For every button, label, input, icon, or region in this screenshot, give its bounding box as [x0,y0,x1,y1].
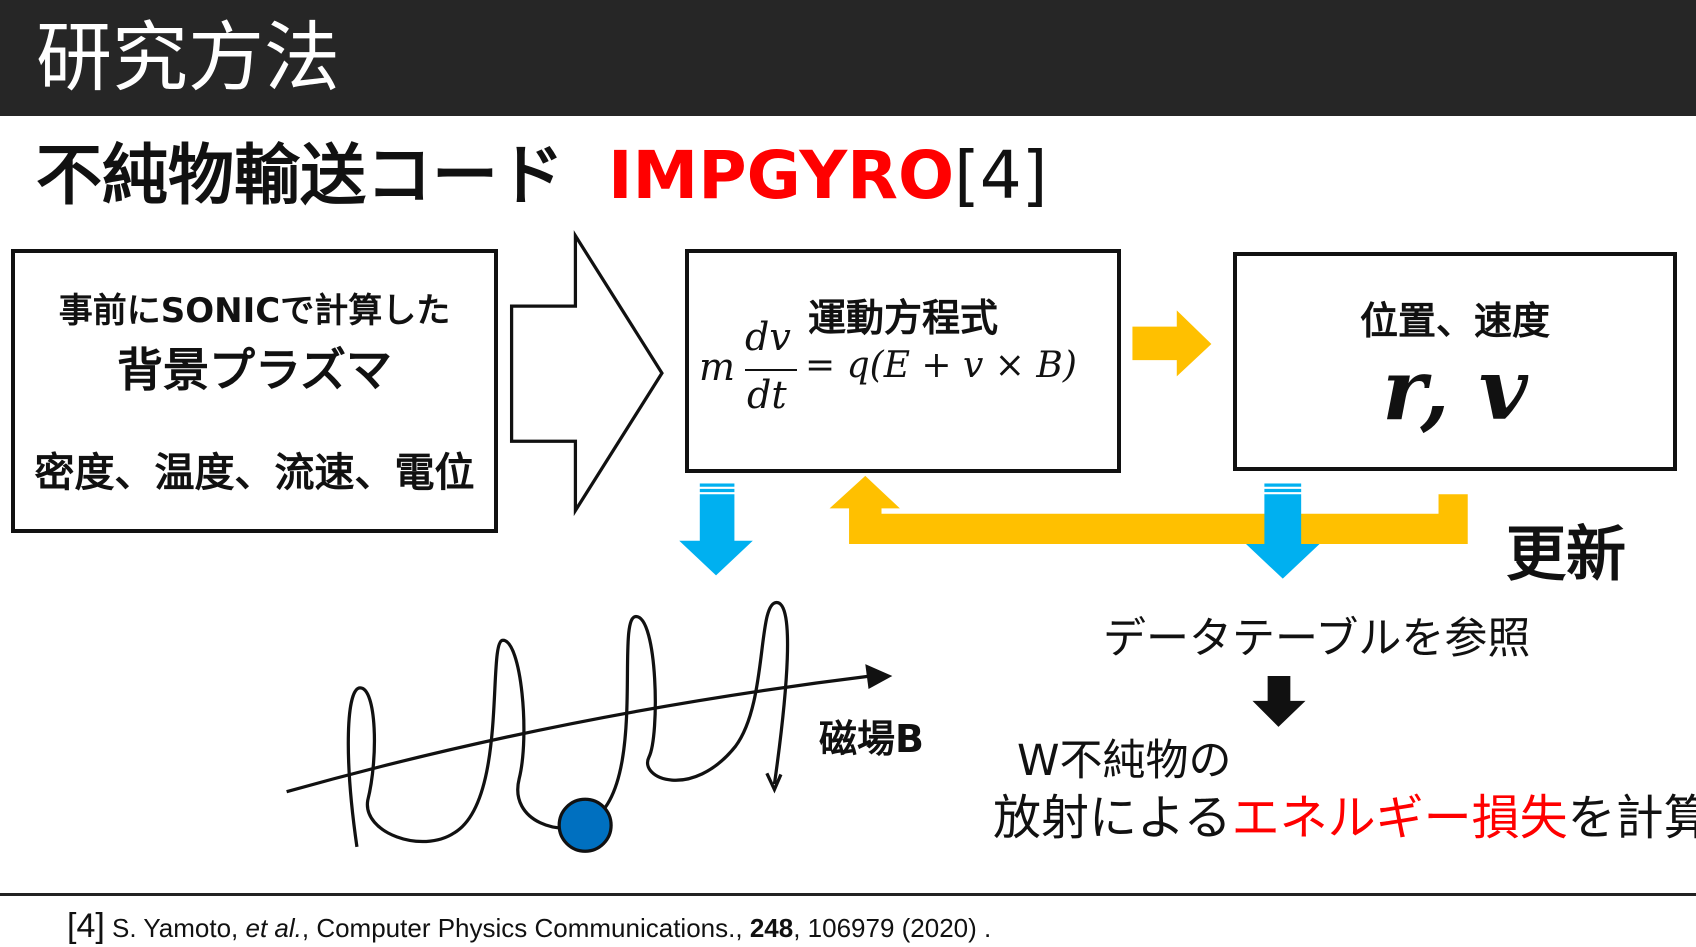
fraction-bar [745,369,797,371]
helix-drawing [286,600,893,853]
field-arrowhead [865,664,893,689]
result-line2: 放射によるエネルギー損失を計算 [993,778,1696,848]
result-pre: 放射による [993,790,1232,846]
yellow-right-arrow [1132,310,1212,377]
citation-rest: , 106979 (2020) . [793,913,992,943]
citation-volume: 248 [749,913,794,943]
blue-down-arrow-right [1246,483,1320,579]
eq-dt: dt [747,373,787,417]
input-box-line2: 背景プラズマ [116,343,393,397]
footer-divider [0,893,1696,896]
citation-journal: , Computer Physics Communications., [301,913,750,943]
slide-title: 研究方法 [36,13,340,102]
magnetic-field-label: 磁場B [819,717,924,761]
eq-dv: dv [745,315,791,359]
result-highlight: エネルギー損失 [1231,790,1568,846]
input-box-line1: 事前にSONICで計算した [58,291,451,331]
result-post: を計算 [1567,790,1696,846]
particle [557,797,613,853]
input-arrow [509,230,664,517]
background-plasma-box: 事前にSONICで計算した 背景プラズマ 密度、温度、流速、電位 [11,249,498,533]
subtitle: 不純物輸送コード IMPGYRO[4] [36,136,1048,216]
citation-etal: et al. [245,913,302,943]
state-title: 位置、速度 [1359,299,1550,343]
result-line1: W不純物の [1017,736,1232,786]
state-vars: r, v [1382,340,1528,439]
yellow-update-arrow [829,475,1468,545]
citation-ref: [4] [67,907,105,945]
header-bar [0,0,1696,116]
citation-authors: S. Yamoto, [112,913,246,943]
input-box-line3: 密度、温度、流速、電位 [34,450,475,496]
code-name: IMPGYRO [608,137,955,214]
citation: [4] S. Yamoto, et al., Computer Physics … [67,907,991,946]
position-velocity-box: 位置、速度 r, v [1233,252,1677,471]
eq-rhs: = q(E + v × B) [805,345,1077,386]
subtitle-text: 不純物輸送コード [36,137,564,214]
black-down-arrow [1252,675,1306,727]
equation-title: 運動方程式 [807,296,998,340]
equation-box: 運動方程式 m dv dt = q(E + v × B) [685,249,1121,473]
trajectory-arrowhead [765,772,783,794]
subtitle-ref: [4] [954,137,1048,214]
lookup-label: データテーブルを参照 [1103,614,1531,664]
blue-down-arrow-left [679,483,753,576]
update-label: 更新 [1506,520,1626,590]
eq-m: m [699,345,736,389]
